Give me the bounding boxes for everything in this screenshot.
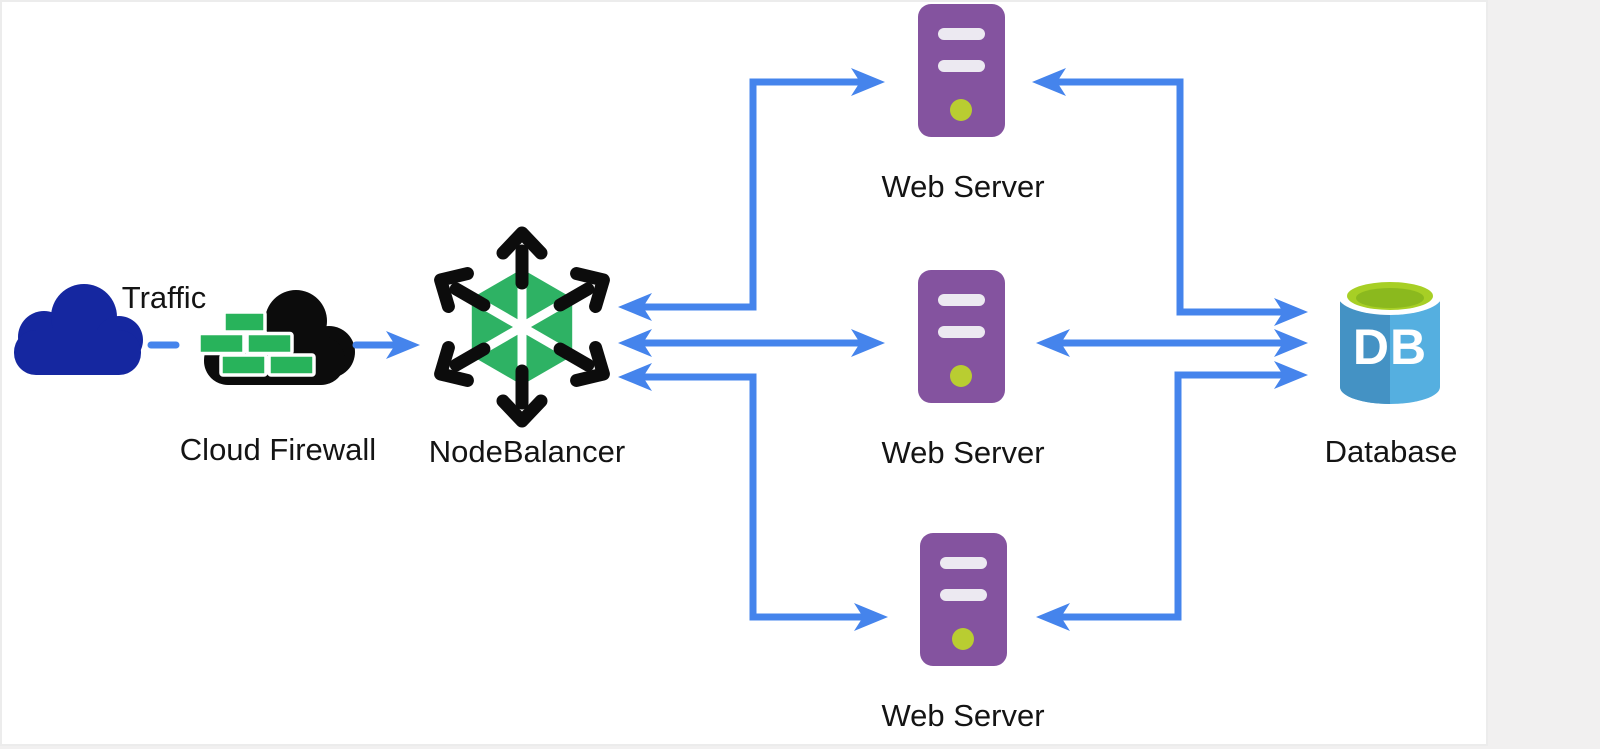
web-server-2-icon	[918, 270, 1005, 403]
cloud-firewall-label: Cloud Firewall	[179, 432, 377, 467]
database-label: Database	[1324, 434, 1458, 469]
nodebalancer-webserver1-connector	[618, 68, 885, 321]
web-server-3-label: Web Server	[881, 698, 1045, 733]
database-icon	[1338, 277, 1442, 404]
web-server-1-icon	[918, 4, 1005, 137]
traffic-label: Traffic	[121, 280, 207, 315]
nodebalancer-webserver2-connector	[618, 329, 885, 357]
webserver3-database-connector	[1036, 361, 1308, 631]
web-server-3-icon	[920, 533, 1007, 666]
database-db-text: DB	[1352, 319, 1428, 375]
webserver2-database-connector	[1036, 329, 1308, 357]
nodebalancer-webserver3-connector	[618, 363, 888, 631]
web-server-2-label: Web Server	[881, 435, 1045, 470]
cloud-firewall-icon	[197, 290, 355, 385]
right-gutter	[1490, 0, 1600, 749]
web-server-1-label: Web Server	[881, 169, 1045, 204]
nodebalancer-icon	[434, 226, 610, 428]
nodebalancer-label: NodeBalancer	[428, 434, 626, 469]
firewall-nodebalancer-arrow	[352, 331, 420, 359]
webserver1-database-connector	[1032, 68, 1308, 326]
traffic-cloud-icon	[14, 284, 143, 375]
